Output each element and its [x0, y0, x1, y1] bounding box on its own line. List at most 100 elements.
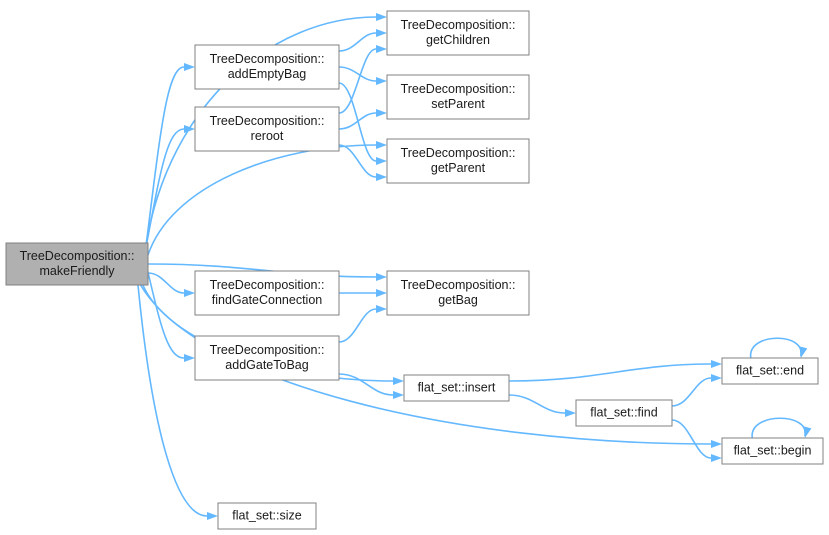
node-label-addGateToBag: TreeDecomposition::: [210, 343, 325, 357]
node-label-getBag: getBag: [438, 293, 478, 307]
graph-node-addEmptyBag[interactable]: TreeDecomposition::addEmptyBag: [194, 44, 340, 90]
node-label-getBag: TreeDecomposition::: [401, 278, 516, 292]
node-box-addGateToBag: [194, 335, 340, 381]
node-label-reroot: reroot: [251, 129, 284, 143]
node-label-findGateConnection: TreeDecomposition::: [210, 278, 325, 292]
edge-addEmptyBag-to-setParent: [338, 66, 377, 82]
node-box-getBag: [386, 270, 530, 316]
graph-node-begin[interactable]: flat_set::begin: [721, 437, 824, 465]
node-label-getChildren: getChildren: [426, 33, 490, 47]
graph-node-addGateToBag[interactable]: TreeDecomposition::addGateToBag: [194, 335, 340, 381]
graph-node-findGateConnection[interactable]: TreeDecomposition::findGateConnection: [194, 270, 340, 316]
node-label-find: flat_set::find: [590, 405, 657, 419]
arrowhead-addEmptyBag-to-getChildren: [376, 29, 387, 37]
edge-end-self: [749, 337, 802, 359]
arrowhead-reroot-to-getParent: [376, 173, 387, 181]
node-box-begin: [721, 437, 824, 465]
arrowhead-end-self: [799, 346, 808, 358]
arrowhead-makeFriendly-to-getChildren: [376, 13, 387, 21]
arrowhead-makeFriendly-to-findGateConnection: [184, 289, 195, 297]
graph-node-makeFriendly[interactable]: TreeDecomposition::makeFriendly: [5, 242, 149, 286]
edge-insert-to-find: [508, 394, 566, 414]
node-label-makeFriendly: TreeDecomposition::: [20, 249, 135, 263]
node-box-addEmptyBag: [194, 44, 340, 90]
arrowhead-begin-self: [803, 426, 812, 438]
node-label-addGateToBag: addGateToBag: [225, 358, 308, 372]
arrowhead-findGateConnection-to-getBag: [376, 289, 387, 297]
edge-layer: [137, 13, 812, 520]
edge-makeFriendly-to-size: [137, 284, 208, 517]
node-label-insert: flat_set::insert: [418, 380, 496, 394]
node-label-setParent: TreeDecomposition::: [401, 82, 516, 96]
edge-addEmptyBag-to-getChildren: [338, 32, 377, 52]
arrowhead-makeFriendly-to-begin: [711, 440, 722, 448]
node-label-size: flat_set::size: [232, 508, 302, 522]
edge-addGateToBag-to-getBag: [338, 308, 377, 343]
node-label-addEmptyBag: TreeDecomposition::: [210, 52, 325, 66]
edge-makeFriendly-to-findGateConnection: [147, 272, 185, 294]
edge-begin-self: [751, 417, 806, 439]
arrowhead-insert-to-find: [565, 409, 576, 417]
arrowhead-makeFriendly-to-addGateToBag: [184, 354, 195, 362]
node-label-getParent: getParent: [431, 161, 486, 175]
arrowhead-makeFriendly-to-addEmptyBag: [184, 63, 195, 71]
arrowhead-makeFriendly-to-getBag: [376, 273, 387, 281]
edge-insert-to-end: [508, 363, 712, 382]
edge-find-to-end: [671, 377, 712, 407]
arrowhead-insert-to-end: [711, 360, 722, 368]
node-label-end: flat_set::end: [736, 363, 804, 377]
edge-find-to-begin: [671, 419, 712, 459]
edge-makeFriendly-to-begin: [139, 283, 712, 445]
edge-reroot-to-getChildren: [338, 48, 377, 114]
node-box-size: [217, 502, 317, 530]
node-box-setParent: [386, 74, 530, 120]
graph-node-find[interactable]: flat_set::find: [575, 399, 673, 427]
graph-node-insert[interactable]: flat_set::insert: [403, 374, 510, 402]
arrowhead-makeFriendly-to-size: [207, 512, 218, 520]
graph-node-getBag[interactable]: TreeDecomposition::getBag: [386, 270, 530, 316]
node-box-findGateConnection: [194, 270, 340, 316]
node-label-begin: flat_set::begin: [734, 443, 812, 457]
node-box-find: [575, 399, 673, 427]
node-label-setParent: setParent: [431, 97, 485, 111]
arrowhead-addEmptyBag-to-setParent: [376, 77, 387, 85]
arrowhead-find-to-end: [711, 374, 722, 382]
graph-node-getChildren[interactable]: TreeDecomposition::getChildren: [386, 10, 530, 56]
edge-reroot-to-getParent: [338, 144, 377, 178]
node-layer: TreeDecomposition::makeFriendlyTreeDecom…: [5, 10, 824, 530]
node-label-findGateConnection: findGateConnection: [212, 293, 323, 307]
node-label-makeFriendly: makeFriendly: [39, 264, 115, 278]
node-box-insert: [403, 374, 510, 402]
node-label-getChildren: TreeDecomposition::: [401, 18, 516, 32]
node-box-makeFriendly: [5, 242, 149, 286]
arrowhead-find-to-begin: [711, 454, 722, 462]
edge-addGateToBag-to-insert: [338, 373, 394, 396]
edge-reroot-to-setParent: [338, 112, 377, 130]
node-box-reroot: [194, 106, 340, 152]
node-box-getChildren: [386, 10, 530, 56]
arrowhead-addGateToBag-to-getBag: [376, 305, 387, 313]
arrowhead-addGateToBag-to-insert: [393, 391, 404, 399]
edge-makeFriendly-to-getParent: [147, 144, 377, 256]
graph-node-end[interactable]: flat_set::end: [721, 357, 819, 385]
arrowhead-makeFriendly-to-insert: [393, 377, 404, 385]
node-label-getParent: TreeDecomposition::: [401, 146, 516, 160]
arrowhead-makeFriendly-to-getParent: [376, 141, 387, 149]
edge-makeFriendly-to-addGateToBag: [145, 263, 185, 359]
node-label-reroot: TreeDecomposition::: [210, 114, 325, 128]
edge-makeFriendly-to-reroot: [145, 128, 185, 248]
node-box-end: [721, 357, 819, 385]
graph-node-setParent[interactable]: TreeDecomposition::setParent: [386, 74, 530, 120]
node-box-getParent: [386, 138, 530, 184]
arrowhead-reroot-to-getChildren: [376, 45, 387, 53]
graph-node-size[interactable]: flat_set::size: [217, 502, 317, 530]
graph-node-getParent[interactable]: TreeDecomposition::getParent: [386, 138, 530, 184]
edge-makeFriendly-to-addEmptyBag: [145, 66, 185, 247]
arrowhead-makeFriendly-to-reroot: [184, 125, 195, 133]
node-label-addEmptyBag: addEmptyBag: [228, 67, 307, 81]
arrowhead-addEmptyBag-to-getParent: [376, 157, 387, 165]
graph-node-reroot[interactable]: TreeDecomposition::reroot: [194, 106, 340, 152]
arrowhead-reroot-to-setParent: [376, 109, 387, 117]
